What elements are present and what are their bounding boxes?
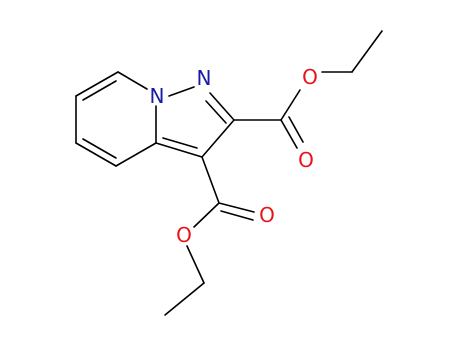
bond-n-n	[168, 86, 195, 97]
pyridine-ring	[75, 71, 157, 167]
atom-label-o-carbonyl-top: O	[298, 148, 314, 172]
bond-c3-carbonyl-c	[201, 156, 220, 204]
bond-c2-c3	[201, 119, 235, 158]
bond-c3-c3a-inner	[162, 137, 198, 149]
bond-c6-c5	[75, 142, 117, 167]
atom-label-o-ester-top: O	[302, 65, 318, 89]
bond-ch2-ch3	[351, 30, 383, 73]
bond-n2-c2	[209, 92, 235, 121]
atom-label-n-bridge: N	[150, 84, 165, 108]
atom-label-n-ring: N	[197, 66, 212, 90]
bond-n-c8	[117, 71, 148, 90]
bond-c6-c5-inner	[82, 138, 117, 159]
pyrazole-ring	[155, 86, 235, 158]
bond-carbonyl-c-o-double-inner	[220, 210, 254, 221]
atom-label-o-ester-bottom: O	[176, 223, 192, 247]
bond-carbonyl-c-o-double-inner	[288, 116, 304, 143]
bond-n2-c2-inner	[205, 100, 227, 124]
bond-c8-c7	[75, 71, 119, 97]
atom-labels: N N O O O O	[150, 65, 318, 247]
bond-carbonyl-c-o-ester	[193, 202, 220, 228]
bond-carbonyl-c-o-double	[280, 119, 298, 149]
lower-ester-group	[164, 156, 255, 316]
bond-carbonyl-c-o-ester	[280, 89, 301, 121]
bond-o-ch2	[186, 245, 205, 284]
bond-c8-c7-inner	[82, 80, 117, 101]
bond-c5-c3a	[115, 142, 157, 167]
bond-carbonyl-c-o-double	[218, 202, 255, 213]
bond-ch2-ch3	[164, 282, 205, 316]
bond-c3-c3a	[155, 142, 203, 158]
upper-ester-group	[233, 30, 383, 149]
atom-label-o-carbonyl-bottom: O	[259, 203, 275, 227]
